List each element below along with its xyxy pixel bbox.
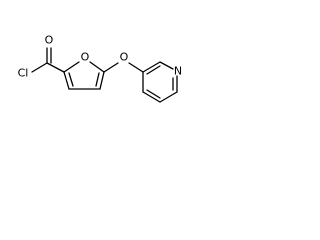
atom-label-n-pyridine: N <box>174 65 182 78</box>
bond-c5-o-ether <box>103 62 119 73</box>
bonds <box>31 47 178 103</box>
atom-label-cl: Cl <box>18 67 29 80</box>
bond-py-c6-c5 <box>159 91 178 103</box>
bond-o1-c5 <box>89 61 105 73</box>
bond-py-c2-n <box>159 61 174 70</box>
atom-label-o-ether: O <box>120 51 129 64</box>
bond-cl-c <box>31 62 48 73</box>
bond-c3-c2-2 <box>68 72 74 87</box>
atom-label-o-carbonyl: O <box>45 34 54 47</box>
bond-c2-o1 <box>63 61 80 73</box>
bond-c-c2 <box>46 62 65 73</box>
bond-py-c5-c4-2 <box>146 89 161 99</box>
bond-c3-c2-1 <box>63 71 70 90</box>
atom-labels: Cl O O O N <box>18 34 182 80</box>
bond-py-c3-c2-2 <box>146 65 161 75</box>
bond-o-ether-c3py <box>128 62 144 73</box>
bond-py-c3-c2-1 <box>142 61 161 73</box>
bond-py-c5-c4-1 <box>142 91 161 103</box>
bond-c5-c4-2 <box>95 72 100 87</box>
atom-label-o-furan: O <box>81 51 90 64</box>
molecule-structure-diagram: Cl O O O N <box>18 34 182 103</box>
bond-c5-c4-1 <box>99 71 105 90</box>
